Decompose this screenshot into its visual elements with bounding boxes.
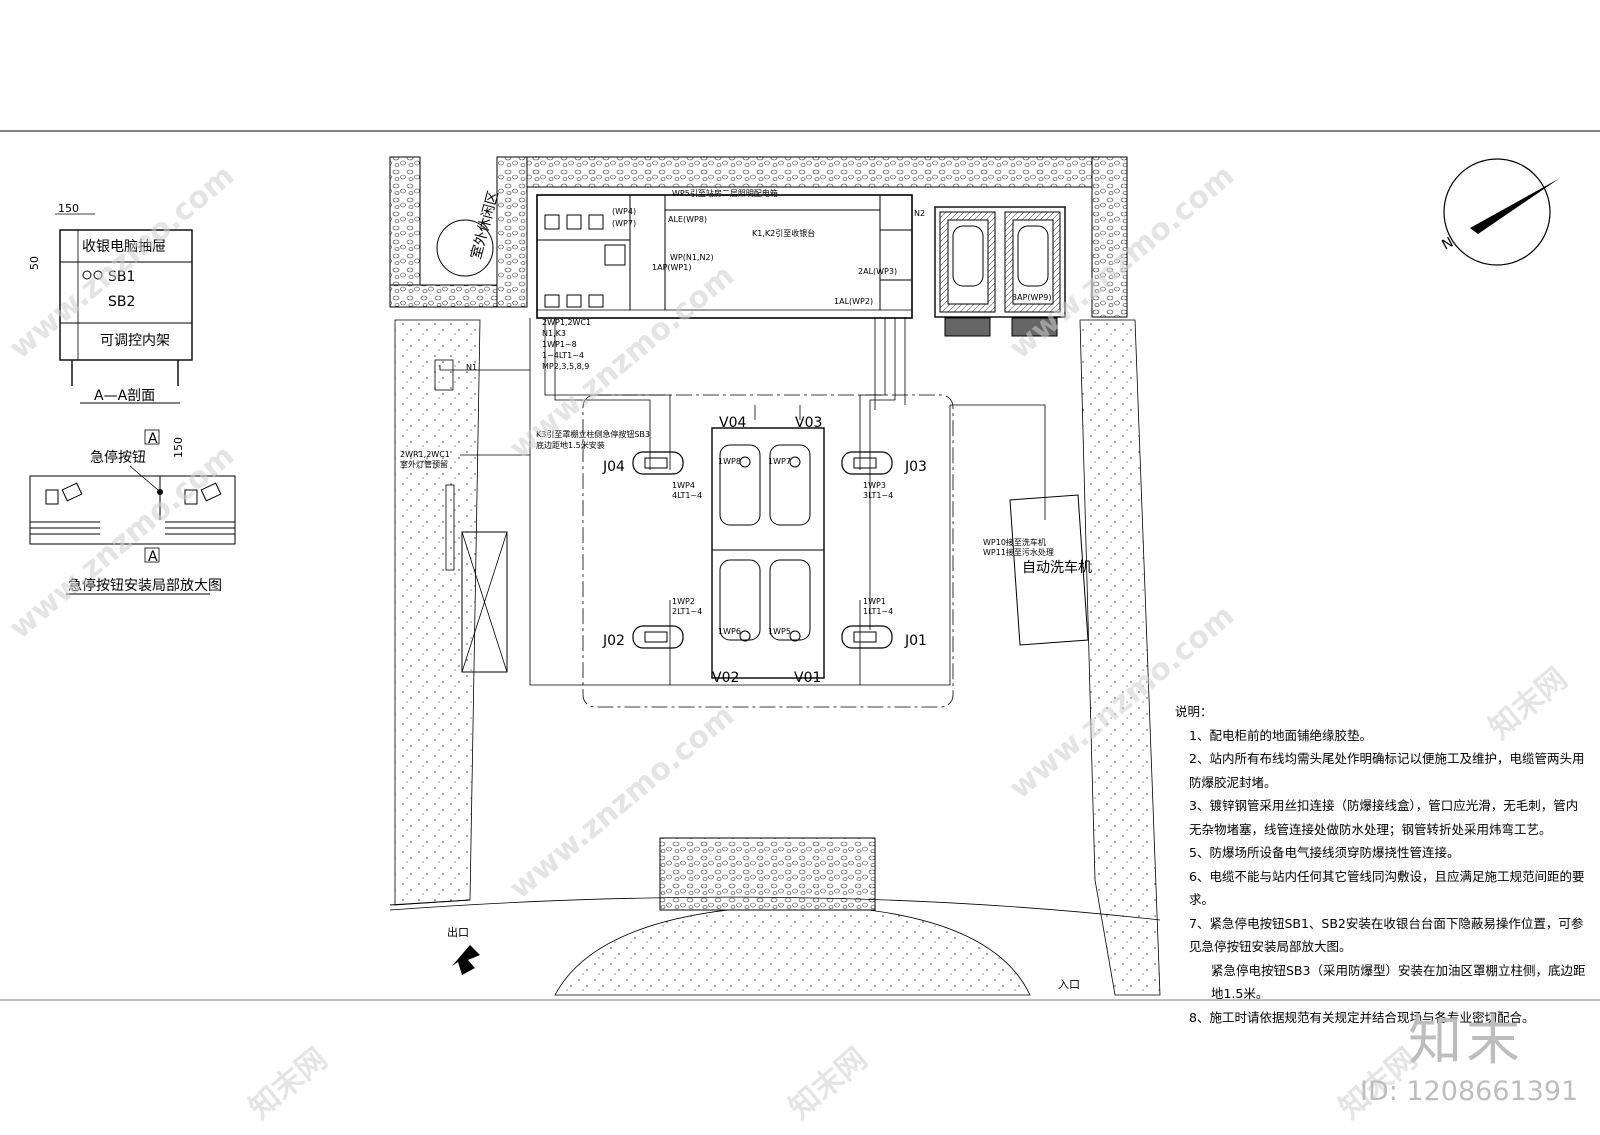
svg-text:1WP3: 1WP3 <box>863 481 886 490</box>
north-arrow-icon <box>1470 178 1560 234</box>
storage-box <box>461 531 508 673</box>
dispenser-j01: J01 1WP1 1LT1~4 <box>841 597 927 649</box>
note-item: 3、镀锌钢管采用丝扣连接（防爆接线盒），管口应光滑，无毛刺，管内无杂物堵塞，线管… <box>1189 798 1579 837</box>
wp11-label: WP11接至污水处理 <box>983 547 1054 557</box>
tank-area <box>711 427 825 679</box>
watermark-brand: 知末网 <box>243 1041 334 1126</box>
cable-lt-label: 1~4LT1~4 <box>542 351 584 360</box>
wr-note-1: 2WR1,2WC1 <box>400 450 450 459</box>
svg-text:3LT1~4: 3LT1~4 <box>863 491 893 500</box>
cable-1wp-label: 1WP1~8 <box>542 340 577 349</box>
estop-detail-title: 急停按钮安装局部放大图 <box>68 577 222 594</box>
sb1-label: SB1 <box>108 269 135 285</box>
ale-label: ALE(WP8) <box>668 215 707 224</box>
al2-label: 2AL(WP3) <box>858 267 897 276</box>
svg-text:4LT1~4: 4LT1~4 <box>672 491 702 500</box>
lawn-bottom <box>554 904 1031 996</box>
watermark-brand: 知末网 <box>783 1041 874 1126</box>
sb2-label: SB2 <box>108 294 135 310</box>
watermark-site: www.znzmo.com <box>3 438 241 646</box>
al1-label: 1AL(WP2) <box>834 297 873 306</box>
wp4-label: (WP4) <box>612 207 636 216</box>
site-plan: 室外休闲区 WP5引至站房二层照明配电箱 <box>389 156 1161 996</box>
ap3-label: 3AP(WP9) <box>1012 293 1051 302</box>
wp7-label: (WP7) <box>612 219 636 228</box>
svg-text:1LT1~4: 1LT1~4 <box>863 607 893 616</box>
note-item: 6、电缆不能与站内任何其它管线同沟敷设，且应满足施工规范间距的要求。 <box>1189 868 1585 908</box>
document-id: ID: 1208661391 <box>1360 1076 1579 1107</box>
car-wash-label: 自动洗车机 <box>1022 559 1092 576</box>
cable-mp-label: MP2,3,5,8,9 <box>542 362 589 371</box>
k1k2-label: K1,K2引至收银台 <box>752 228 815 238</box>
svg-text:1WP2: 1WP2 <box>672 597 695 606</box>
svg-text:2LT1~4: 2LT1~4 <box>672 607 702 616</box>
svg-text:1WP4: 1WP4 <box>672 481 695 490</box>
section-a-a-detail: 150 50 收银电脑抽屉 SB1 SB2 可调控内架 A—A剖面 <box>28 202 193 404</box>
cable-n1k3-label: N1,K3 <box>542 329 566 338</box>
dispenser-j04: J04 1WP4 4LT1~4 <box>602 451 702 500</box>
brand-logo: 知末 <box>1408 1009 1524 1072</box>
compass-north: N <box>1439 234 1456 253</box>
note-item: 1、配电柜前的地面铺绝缘胶垫。 <box>1189 727 1372 743</box>
section-title: A—A剖面 <box>94 388 155 404</box>
svg-text:J04: J04 <box>602 459 625 475</box>
tank-v03: V03 <box>795 415 822 431</box>
ap1-label: 1AP(WP1) <box>652 263 691 272</box>
note-item: 7、紧急停电按钮SB1、SB2安装在收银台台面下隐蔽易操作位置，可参见急停按钮安… <box>1189 915 1584 955</box>
section-marker-a-bottom: A <box>148 549 158 565</box>
k3-note-1: K3引至罩棚立柱侧急停按钮SB3 <box>536 429 650 439</box>
note-item: 5、防爆场所设备电气接线须穿防爆挠性管连接。 <box>1189 845 1460 860</box>
note-item: 紧急停电按钮SB3（采用防爆型）安装在加油区罩棚立柱侧，底边距地1.5米。 <box>1211 962 1586 1002</box>
exit-label: 出口 <box>447 925 469 939</box>
planter-bottom <box>659 837 876 911</box>
cable-2wp-label: 2WP1,2WC1 <box>542 318 591 327</box>
tank-wp8: 1WP8 <box>718 457 741 466</box>
svg-text:J03: J03 <box>904 459 927 475</box>
note-item: 8、施工时请依据规范有关规定并结合现场与各专业密切配合。 <box>1189 1009 1535 1025</box>
notes-heading: 说明： <box>1175 704 1213 719</box>
k3-note-2: 底边距地1.5米安装 <box>536 440 605 450</box>
tank-v01: V01 <box>794 670 821 686</box>
canopy-outline <box>582 394 954 708</box>
n1-label: N1 <box>466 363 477 372</box>
estop-detail: 急停按钮 150 A A 急停按钮安装局部放大图 <box>29 429 236 595</box>
wp10-label: WP10接至洗车机 <box>983 537 1046 547</box>
car-wash-outline <box>1009 494 1089 646</box>
wp5-label: WP5引至站房二层照明配电箱 <box>672 188 778 198</box>
compass: N <box>1439 158 1560 266</box>
wr-note-2: 室外灯管预留 <box>400 459 448 469</box>
lawn-right <box>1079 319 1161 996</box>
adjustable-shelf-label: 可调控内架 <box>100 333 170 349</box>
entrance-label: 入口 <box>1058 978 1080 991</box>
dispenser-j02: J02 1WP2 2LT1~4 <box>602 597 702 649</box>
tank-v04: V04 <box>719 415 746 431</box>
tank-v02: V02 <box>712 670 739 686</box>
exit-arrow-icon <box>452 945 480 975</box>
wp-n1n2-label: WP(N1,N2) <box>670 253 714 262</box>
tank-wp5: 1WP5 <box>768 627 791 636</box>
tank-wp7: 1WP7 <box>768 457 791 466</box>
n2-label: N2 <box>914 209 925 218</box>
dim-150: 150 <box>172 437 185 458</box>
estop-label: 急停按钮 <box>90 449 146 466</box>
section-marker-a-top: A <box>148 431 158 447</box>
dispenser-j03: J03 1WP3 3LT1~4 <box>841 451 927 500</box>
notes-block: 说明： 1、配电柜前的地面铺绝缘胶垫。 2、站内所有布线均需头尾处作明确标记以便… <box>1175 700 1590 1029</box>
svg-text:1WP1: 1WP1 <box>863 597 886 606</box>
svg-text:J01: J01 <box>904 633 927 649</box>
dim-50: 50 <box>28 256 41 270</box>
cashier-drawer-label: 收银电脑抽屉 <box>82 239 166 255</box>
lawn-left <box>394 319 481 906</box>
svg-text:J02: J02 <box>602 633 625 649</box>
note-item: 2、站内所有布线均需头尾处作明确标记以便施工及维护，电缆管两头用防爆胶泥封堵。 <box>1189 751 1585 790</box>
dim-150-top: 150 <box>58 202 79 215</box>
tank-wp6: 1WP6 <box>718 627 741 636</box>
